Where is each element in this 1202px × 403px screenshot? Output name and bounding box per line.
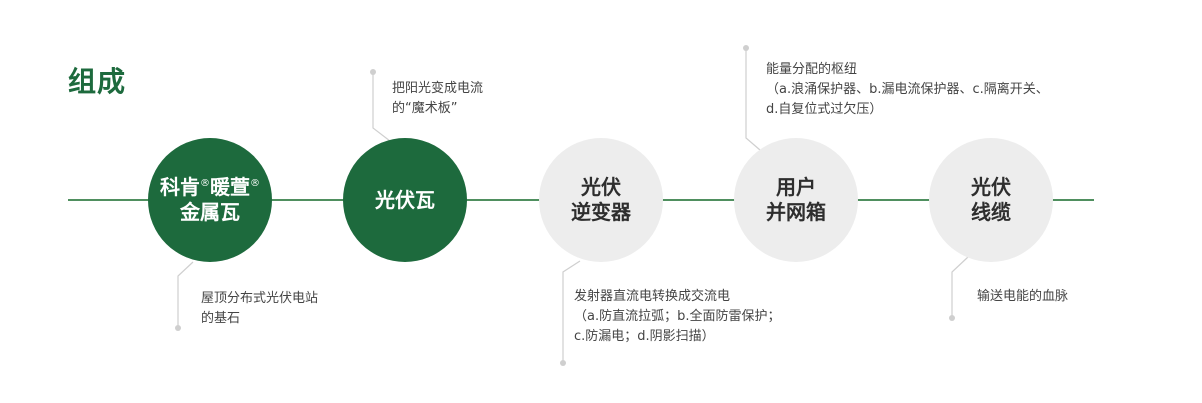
connector-1 <box>177 261 194 328</box>
desc-line: （a.防直流拉弧；b.全面防雷保护； <box>574 309 781 324</box>
node-pv-tile: 光伏瓦 <box>343 138 467 262</box>
desc-line: （a.浪涌保护器、b.漏电流保护器、c.隔离开关、 <box>766 82 1049 97</box>
desc-inverter: 发射器直流电转换成交流电 （a.防直流拉弧；b.全面防雷保护； c.防漏电；d.… <box>574 287 780 347</box>
node-label: 逆变器 <box>571 200 631 224</box>
connector-dot-2 <box>370 69 376 75</box>
connector-2 <box>372 72 391 142</box>
desc-grid-box: 能量分配的枢纽 （a.浪涌保护器、b.漏电流保护器、c.隔离开关、 d.自复位式… <box>766 60 1049 120</box>
node-label: 光伏 <box>581 175 621 199</box>
node-label: 科肯 <box>160 175 200 199</box>
section-title: 组成 <box>68 65 127 98</box>
node-inverter: 光伏 逆变器 <box>539 138 663 262</box>
desc-line: 把阳光变成电流 <box>392 81 484 96</box>
node-label: 金属瓦 <box>180 200 240 224</box>
connector-dot-4 <box>743 45 749 51</box>
desc-pv-cable: 输送电能的血脉 <box>977 287 1068 307</box>
desc-line: 发射器直流电转换成交流电 <box>574 289 731 304</box>
desc-line: 能量分配的枢纽 <box>766 62 858 77</box>
connector-dot-5 <box>949 315 955 321</box>
desc-line: d.自复位式过欠压） <box>766 102 883 117</box>
node-pv-cable: 光伏 线缆 <box>929 138 1053 262</box>
connector-5 <box>951 256 969 318</box>
desc-line: 的基石 <box>201 311 241 326</box>
connector-dot-3 <box>560 360 566 366</box>
node-label: 光伏瓦 <box>375 187 435 212</box>
node-label: 暖萱 <box>210 175 250 199</box>
desc-line: 输送电能的血脉 <box>977 289 1069 304</box>
connector-3 <box>562 260 581 363</box>
node-label: 并网箱 <box>766 200 826 224</box>
desc-line: 屋顶分布式光伏电站 <box>201 291 319 306</box>
registered-mark: ® <box>200 178 210 189</box>
desc-metal-tile: 屋顶分布式光伏电站 的基石 <box>201 289 318 329</box>
node-label: 光伏 <box>971 175 1011 199</box>
connector-dot-1 <box>175 325 181 331</box>
connector-4 <box>745 48 761 151</box>
node-grid-box: 用户 并网箱 <box>734 138 858 262</box>
desc-line: 的“魔术板” <box>392 101 458 116</box>
node-label: 用户 <box>776 175 816 199</box>
node-label: 线缆 <box>971 200 1011 224</box>
desc-pv-tile: 把阳光变成电流 的“魔术板” <box>392 79 483 119</box>
node-metal-tile: 科肯®暖萱® 金属瓦 <box>148 138 272 262</box>
desc-line: c.防漏电；d.阴影扫描） <box>574 329 715 344</box>
registered-mark: ® <box>250 178 260 189</box>
